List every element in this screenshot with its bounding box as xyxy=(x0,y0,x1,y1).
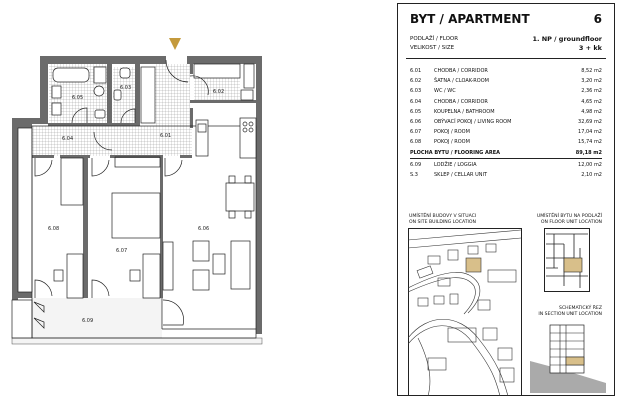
room-name: ŠATNA / CLOAK-ROOM xyxy=(434,78,489,85)
size-value: 3 + kk xyxy=(578,44,602,52)
room-area: 4,98 m2 xyxy=(581,108,602,115)
label-6-08: 6.08 xyxy=(48,226,59,232)
room-code: S.3 xyxy=(410,172,418,179)
floor-label: PODLAŽÍ / FLOOR xyxy=(410,36,459,42)
entrance-marker xyxy=(169,38,181,50)
label-6-05: 6.05 xyxy=(72,95,83,101)
room-row: 6.01 CHODBA / CORRIDOR 8,52 m2 xyxy=(410,68,602,78)
room-area: 4,65 m2 xyxy=(581,98,602,105)
building-highlight xyxy=(465,257,482,273)
room-row: S.3 SKLEP / CELLAR UNIT 2,10 m2 xyxy=(410,172,602,182)
room-row: 6.04 CHODBA / CORRIDOR 4,65 m2 xyxy=(410,99,602,109)
room-code: 6.01 xyxy=(410,68,422,74)
site-map xyxy=(408,228,522,396)
room-area: 2,36 m2 xyxy=(581,88,602,95)
room-row: 6.09 LODŽIE / LOGGIA 12,00 m2 xyxy=(410,162,602,172)
room-code: 6.09 xyxy=(410,162,422,168)
label-6-03: 6.03 xyxy=(120,85,131,91)
section-highlight xyxy=(565,356,585,366)
room-row: 6.07 POKOJ / ROOM 17,04 m2 xyxy=(410,129,602,139)
room-area: 8,52 m2 xyxy=(581,68,602,74)
unit-highlight xyxy=(563,257,583,273)
label-6-09: 6.09 xyxy=(82,318,93,324)
room-area: 15,74 m2 xyxy=(578,139,602,146)
info-panel: BYT / APARTMENT 6 PODLAŽÍ / FLOOR 1. NP … xyxy=(397,3,615,396)
walls xyxy=(12,56,262,334)
label-6-02: 6.02 xyxy=(213,89,224,95)
room-name: LODŽIE / LOGGIA xyxy=(434,162,477,168)
size-label: VELIKOST / SIZE xyxy=(410,45,455,51)
apartment-number: 6 xyxy=(593,12,602,26)
room-name: SKLEP / CELLAR UNIT xyxy=(434,172,488,179)
room-code: 6.02 xyxy=(410,78,422,85)
page-title: BYT / APARTMENT xyxy=(410,12,530,26)
room-name: KOUPELNA / BATHROOM xyxy=(434,108,495,115)
floor-plan: 6.01 6.02 6.03 6.04 6.05 6.06 6.07 6.08 … xyxy=(11,38,263,345)
room-name: POKOJ / ROOM xyxy=(434,139,470,146)
room-row: 6.06 OBÝVACÍ POKOJ / LIVING ROOM 32,69 m2 xyxy=(410,119,602,129)
room-code: 6.04 xyxy=(410,98,422,105)
floor-value: 1. NP / groundfloor xyxy=(532,35,602,43)
room-row: 6.02 ŠATNA / CLOAK-ROOM 3,20 m2 xyxy=(410,78,602,88)
room-row: 6.03 WC / WC 2,36 m2 xyxy=(410,88,602,98)
room-row: 6.05 KOUPELNA / BATHROOM 4,98 m2 xyxy=(410,109,602,119)
room-name: POKOJ / ROOM xyxy=(434,129,470,136)
room-name: CHODBA / CORRIDOR xyxy=(434,68,488,74)
room-row: 6.08 POKOJ / ROOM 15,74 m2 xyxy=(410,139,602,149)
room-code: 6.03 xyxy=(410,88,422,95)
floor-location-map xyxy=(544,228,590,292)
label-6-04: 6.04 xyxy=(62,136,73,142)
room-name: OBÝVACÍ POKOJ / LIVING ROOM xyxy=(434,119,512,125)
room-name: CHODBA / CORRIDOR xyxy=(434,98,488,105)
room-code: 6.07 xyxy=(410,129,422,136)
room-area: 2,10 m2 xyxy=(581,172,602,179)
room-area: 32,69 m2 xyxy=(578,119,602,125)
room-name: WC / WC xyxy=(434,88,456,95)
room-area: 17,04 m2 xyxy=(578,129,602,136)
room-area: 12,00 m2 xyxy=(578,162,602,168)
room-area: 3,20 m2 xyxy=(581,78,602,85)
section-diagram xyxy=(530,324,606,393)
room-code: 6.06 xyxy=(410,119,422,125)
room-code: 6.08 xyxy=(410,139,422,146)
room-code: 6.05 xyxy=(410,108,422,115)
label-6-06: 6.06 xyxy=(198,226,209,232)
label-6-07: 6.07 xyxy=(116,248,127,254)
label-6-01: 6.01 xyxy=(160,133,171,139)
